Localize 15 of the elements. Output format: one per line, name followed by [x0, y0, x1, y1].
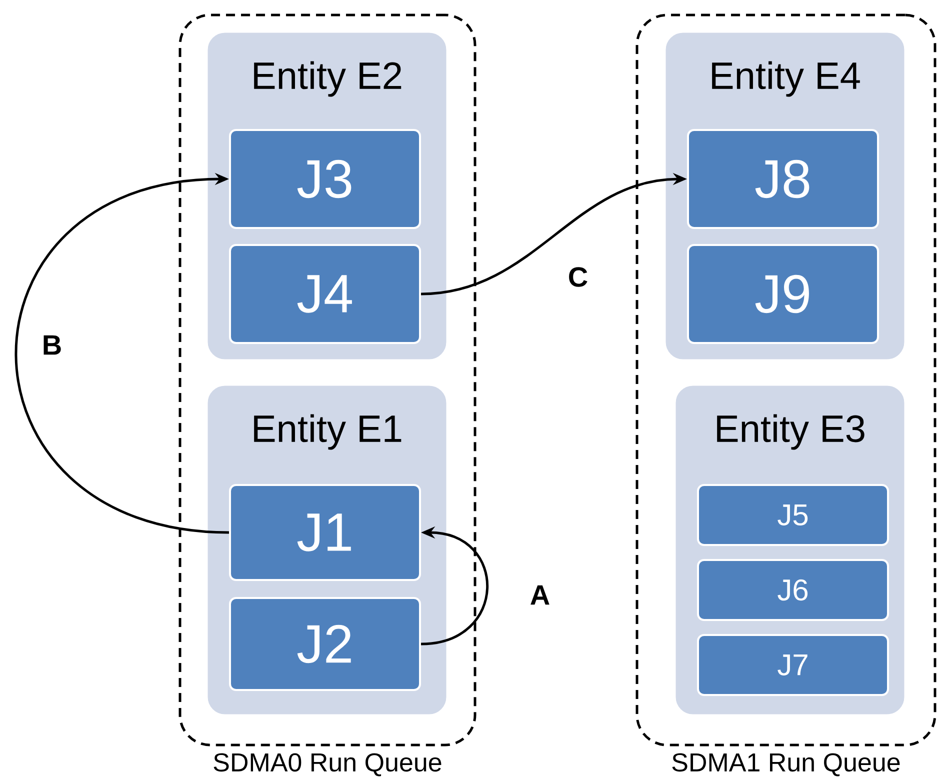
job-box: J1 [229, 484, 421, 581]
edge-label: B [40, 333, 64, 357]
job-box: J9 [687, 244, 879, 344]
job-box: J7 [697, 634, 889, 696]
job-box: J6 [697, 559, 889, 621]
job-box: J2 [229, 597, 421, 691]
queue-label: SDMA1 Run Queue [672, 753, 900, 776]
job-box: J8 [687, 129, 879, 229]
job-box: J3 [229, 129, 421, 229]
job-box: J5 [697, 484, 889, 546]
edge-label: C [566, 265, 590, 289]
queue-label: SDMA0 Run Queue [214, 753, 442, 776]
arrow [14, 172, 230, 534]
job-box: J4 [229, 244, 421, 344]
edge-label: A [528, 583, 552, 607]
